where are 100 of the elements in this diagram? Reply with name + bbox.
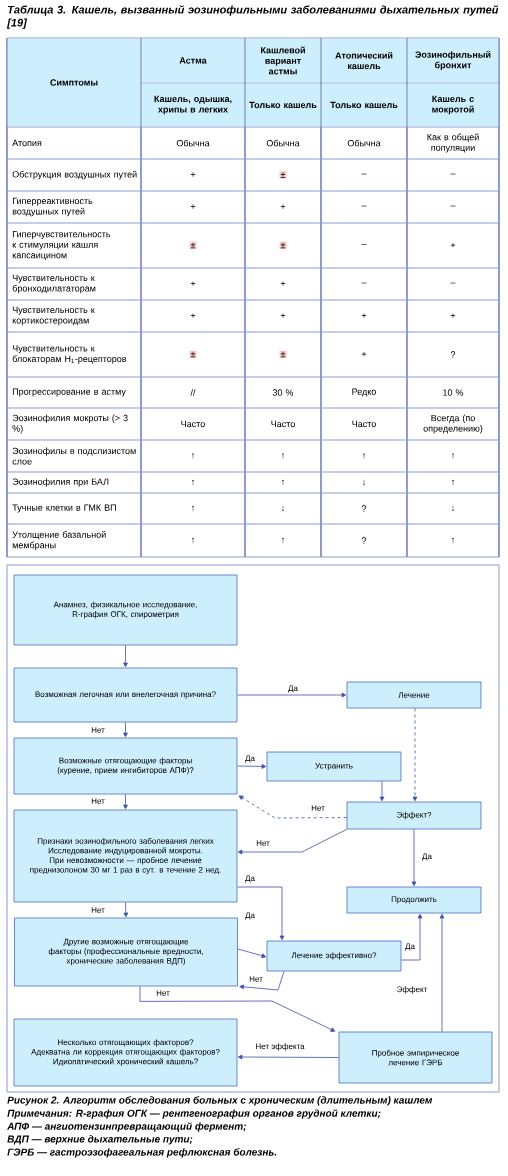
arrow [123, 794, 128, 810]
arrow [237, 829, 347, 855]
table-cell: Утолщение базальной мембраны [12, 531, 106, 551]
table-cell: + [190, 204, 196, 209]
table-cell: + [450, 313, 456, 318]
table-cell: ↑ [191, 537, 195, 544]
edge-label: Нет [310, 804, 326, 812]
arrow [237, 948, 267, 959]
table-cell: – [450, 205, 456, 207]
table-cell: Чувствительность к бронходилататорам [12, 274, 96, 294]
header-cell: Кашель, одышка, хрипы в легких [141, 83, 245, 127]
header-cell: Кашель с мокротой [407, 83, 499, 127]
table-cell: Часто [181, 420, 205, 428]
table-title: Таблица 3. Кашель, вызванный эозинофильными заболеваниями дыхательных путей [19] [6, 5, 499, 29]
table-cell: 30 % [272, 389, 294, 396]
arrow [123, 902, 129, 918]
header-cell: Астма [141, 38, 245, 83]
header-cell: Только кашель [321, 83, 407, 127]
highlighted-cell: ± [279, 350, 287, 359]
table-cell: ? [361, 505, 367, 512]
arrow [139, 986, 336, 1032]
table-cell: ↑ [281, 479, 285, 486]
table-cell: Эозинофилия мокроты (> 3 %) [12, 414, 128, 434]
table-cell: Часто [271, 420, 295, 428]
edge-label: Да [287, 684, 299, 694]
arrow [239, 971, 285, 991]
table-cell: Прогрессирование в астму [12, 388, 126, 397]
table-cell: Гиперреактивность воздушных путей [12, 197, 93, 217]
arrow [379, 781, 385, 802]
table-cell: Обычна [266, 139, 300, 147]
table-cell: + [190, 281, 196, 286]
edge-label: Да [244, 754, 256, 764]
table-cell: + [361, 313, 367, 318]
edge-label: Да [404, 942, 416, 952]
table-cell: + [450, 242, 456, 248]
table-cell: ↑ [451, 537, 455, 544]
table-cell: Обструкция воздушных путей [12, 170, 137, 180]
table-cell: + [280, 281, 286, 286]
table-cell: ↓ [362, 479, 366, 486]
flowchart-box: Анамнез, физикальное исследование, R-графия ОГК, спирометрия [13, 574, 238, 646]
arrow [411, 829, 417, 887]
arrow [237, 764, 267, 769]
highlighted-cell: ± [189, 241, 197, 250]
note-text: АПФ — ангиотензинпревращающий фермент; [7, 1122, 246, 1132]
flowchart-box: Устранить [266, 751, 402, 782]
table-cell: ↑ [451, 453, 455, 459]
edge-label: Да [244, 911, 256, 921]
table-cell: Обычна [176, 139, 210, 147]
highlighted-cell: ± [279, 171, 287, 179]
table-cell: ↑ [191, 479, 195, 486]
table-cell: Как в общей популяции [427, 133, 479, 153]
edge-label: Нет [155, 989, 171, 997]
header-cell: Эозинофильный бронхит [407, 38, 499, 83]
edge-label: Нет [90, 797, 106, 805]
arrow [238, 795, 347, 819]
flowchart-box: Лечение эффективно? [266, 940, 402, 972]
table-cell: Редко [352, 388, 376, 397]
flowchart-box: Возможная легочная или внелегочная причина? [13, 667, 238, 723]
arrow [123, 722, 128, 738]
table-cell: Эозинофилы в подслизистом слое [12, 447, 136, 465]
table-cell: // [190, 389, 196, 396]
table-cell: Всегда (по определению) [423, 414, 483, 434]
table-cell: ↓ [281, 505, 285, 512]
arrow [237, 692, 347, 698]
arrow [123, 645, 128, 668]
arrow [237, 886, 285, 941]
flowchart-box: Признаки эозинофильного заболевания легких Исследование индуцированной мокроты. При невозможности — пробное лечение преднизолоном 30 мг 1 раз в сут. в течение 2 нед. [13, 809, 238, 903]
table-cell: + [280, 313, 286, 318]
header-cell: Только кашель [245, 83, 321, 127]
table-cell: ? [450, 351, 456, 358]
note-text: Примечания: R-графия ОГК — рентгенография органов грудной клетки; [7, 1109, 381, 1119]
edge-label: Нет эффекта [254, 1042, 306, 1052]
table-cell: ? [361, 537, 367, 544]
table-cell: Часто [352, 420, 376, 428]
flowchart-box: Несколько отягощающих факторов? Адекватна ли коррекция отягощающих факторов? Идиопатический хронический кашель? [13, 1018, 238, 1087]
flowchart-box: Другие возможные отягощающие факторы (профессиональные вредности, хронические заболевания ВДП) [14, 917, 238, 987]
edge-label: Нет [90, 726, 106, 734]
flowchart-box: Продолжить [346, 886, 482, 914]
table-cell: ↑ [281, 453, 285, 459]
table-cell: 10 % [443, 389, 464, 396]
highlighted-cell: ± [189, 350, 197, 359]
table-cell: Атопия [12, 139, 42, 147]
flowchart-box: Пробное эмпирическое лечение ГЭРБ [338, 1031, 493, 1084]
table-cell: Гиперчувствительность к стимуляции кашля капсаицином [12, 231, 111, 260]
arrow [237, 1054, 339, 1060]
table-cell: – [361, 205, 367, 207]
table-cell: + [280, 204, 286, 209]
table-cell: + [190, 313, 196, 318]
edge-label: Нет [248, 975, 264, 983]
table-cell: Обычна [347, 139, 381, 147]
table-cell: Чувствительность к кортикостероидам [12, 306, 95, 326]
flowchart-box: Лечение [346, 681, 482, 709]
arrow [439, 913, 445, 1032]
header-cell: Атопический кашель [321, 38, 407, 83]
table-cell: ↑ [281, 537, 285, 544]
table-cell: Тучные клетки в ГМК ВП [12, 504, 116, 513]
arrow [401, 913, 423, 961]
table-cell: ↑ [362, 453, 366, 459]
flowchart-box: Возможные отягощающие факторы (курение, прием ингибиторов АПФ)? [13, 737, 238, 795]
table-cell: + [361, 351, 367, 357]
